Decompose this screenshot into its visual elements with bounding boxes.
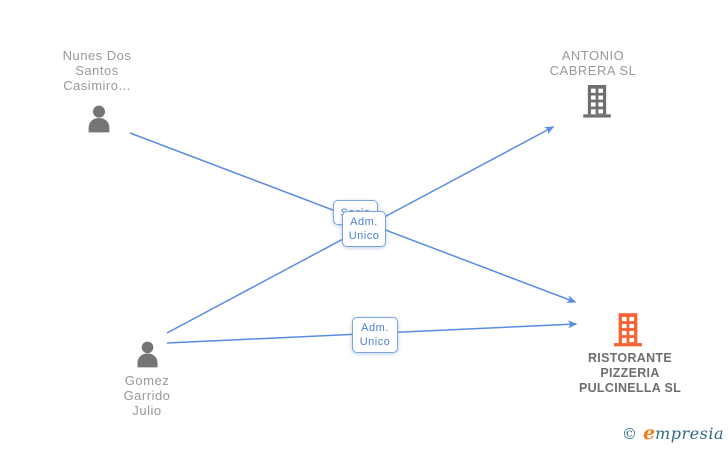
node-person-nunes[interactable]: Nunes Dos Santos Casimiro... xyxy=(27,48,167,93)
node-label: Gomez Garrido Julio xyxy=(123,373,171,418)
empresia-logo[interactable]: © empresia xyxy=(622,422,724,444)
edge-label-adm-unico-antonio[interactable]: Adm. Unico xyxy=(342,211,386,247)
copyright-icon: © xyxy=(622,425,637,443)
node-label: Nunes Dos Santos Casimiro... xyxy=(62,48,132,93)
edge-label-adm-unico-ristorante[interactable]: Adm. Unico xyxy=(352,317,398,353)
company-building-icon-highlighted[interactable] xyxy=(614,313,642,347)
node-company-antonio[interactable]: ANTONIO CABRERA SL xyxy=(523,48,663,78)
node-label: ANTONIO CABRERA SL xyxy=(549,48,637,78)
company-building-icon[interactable] xyxy=(583,85,611,118)
node-person-gomez[interactable]: Gomez Garrido Julio xyxy=(77,373,217,418)
edge-label-text: Adm. Unico xyxy=(348,216,380,242)
node-company-ristorante[interactable]: RISTORANTE PIZZERIA PULCINELLA SL xyxy=(550,351,710,396)
node-label: RISTORANTE PIZZERIA PULCINELLA SL xyxy=(578,351,682,395)
person-icon[interactable] xyxy=(134,341,161,368)
edge-label-text: Adm. Unico xyxy=(359,322,391,348)
brand-rest: mpresia xyxy=(655,424,724,443)
brand-initial: e xyxy=(643,422,656,444)
person-icon[interactable] xyxy=(85,105,113,133)
brand-text: empresia xyxy=(643,422,724,444)
